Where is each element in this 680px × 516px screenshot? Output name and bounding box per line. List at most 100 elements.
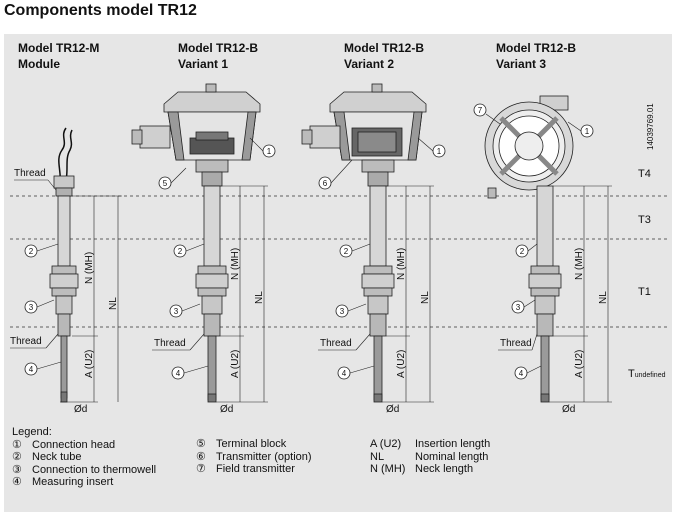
svg-text:2: 2 [344, 247, 349, 256]
zone-label-t1: T1 [638, 286, 651, 298]
model-name: Model TR12-B [496, 41, 577, 55]
svg-text:3: 3 [174, 307, 179, 316]
svg-text:4: 4 [342, 369, 347, 378]
document-number: 14039769.01 [646, 103, 655, 150]
model-name: Model TR12-B [178, 41, 259, 55]
model-variant: Variant 2 [344, 57, 395, 71]
model-variant: Variant 1 [178, 57, 229, 71]
svg-text:2: 2 [29, 247, 34, 256]
model-name: Model TR12-M [18, 41, 100, 55]
legend-symbol: ③ [12, 463, 22, 476]
thread-label: Thread [320, 338, 352, 349]
legend-text: Field transmitter [216, 463, 295, 475]
nominal-length-label: NL [598, 291, 609, 304]
neck-length-label: N (MH) [230, 247, 241, 280]
variant-1-drawing [131, 83, 261, 403]
legend-symbol: ⑦ [196, 463, 206, 475]
svg-text:3: 3 [516, 303, 521, 312]
nominal-length-label: NL [254, 291, 265, 304]
legend-symbol: ① [12, 438, 22, 451]
diameter-label: Ød [386, 404, 400, 415]
zone-t: T [628, 368, 635, 380]
callout-numbers: 2 3 4 2 3 4 1 5 2 3 4 1 6 2 3 4 1 7 [29, 106, 590, 378]
legend-item: ① Connection head [12, 439, 156, 452]
legend-item: ⑦ Field transmitter [196, 463, 312, 476]
model-heading-variant-3: Model TR12-B Variant 3 [496, 40, 576, 72]
legend-symbol: ⑥ [196, 450, 206, 463]
legend-item: ⑤ Terminal block [196, 438, 312, 451]
svg-text:3: 3 [29, 303, 34, 312]
legend-text: Connection to thermowell [32, 463, 157, 476]
legend-symbol: ② [12, 451, 22, 463]
nominal-length-label: NL [108, 297, 119, 310]
variant-2-drawing [301, 83, 427, 403]
thread-label: Thread [10, 336, 42, 347]
insertion-length-label: A (U2) [84, 349, 95, 378]
insertion-length-label: A (U2) [396, 349, 407, 378]
legend-text: Neck length [415, 463, 474, 475]
svg-text:1: 1 [267, 147, 272, 156]
svg-text:7: 7 [478, 106, 483, 115]
neck-length-label: N (MH) [396, 247, 407, 280]
legend-text: Connection head [32, 438, 116, 451]
legend-key: A (U2) [370, 438, 402, 450]
insertion-length-label: A (U2) [230, 349, 241, 378]
model-heading-variant-2: Model TR12-B Variant 2 [344, 40, 424, 72]
legend-heading: Legend: [12, 426, 52, 438]
nominal-length-label: NL [420, 291, 431, 304]
legend-text: Measuring insert [32, 476, 114, 488]
svg-text:2: 2 [178, 247, 183, 256]
legend-text: Neck tube [32, 451, 82, 463]
module-tr12-m-drawing [49, 127, 79, 403]
legend-text: Terminal block [216, 438, 287, 450]
thread-label: Thread [14, 168, 46, 179]
legend-item: ② Neck tube [12, 451, 156, 464]
svg-text:4: 4 [29, 365, 34, 374]
legend-item: ④ Measuring insert [12, 476, 156, 489]
svg-text:3: 3 [340, 307, 345, 316]
legend-item: ⑥ Transmitter (option) [196, 451, 312, 464]
legend-symbol: ④ [12, 476, 22, 488]
legend-item: ③ Connection to thermowell [12, 464, 156, 477]
svg-text:4: 4 [176, 369, 181, 378]
neck-length-label: N (MH) [574, 247, 585, 280]
legend-column-1: Legend: ① Connection head ② Neck tube ③ Con… [12, 426, 156, 489]
model-name: Model TR12-B [344, 41, 425, 55]
neck-length-label: N (MH) [84, 251, 95, 284]
svg-text:2: 2 [520, 247, 525, 256]
legend-abbrev: N (MH) Neck length [370, 463, 490, 476]
model-heading-variant-1: Model TR12-B Variant 1 [178, 40, 258, 72]
page-title: Components model TR12 [4, 2, 197, 19]
svg-text:1: 1 [437, 147, 442, 156]
legend-text: Transmitter (option) [216, 450, 312, 463]
legend-symbol: ⑤ [196, 438, 206, 450]
dimension-lines [10, 113, 612, 403]
zone-label-t4: T4 [638, 168, 651, 180]
zone-label-tundefined: Tundefined [628, 368, 666, 380]
legend-abbrev: NL Nominal length [370, 451, 490, 464]
svg-text:6: 6 [323, 179, 328, 188]
svg-text:5: 5 [163, 179, 168, 188]
thread-label: Thread [154, 338, 186, 349]
insertion-length-label: A (U2) [574, 349, 585, 378]
legend-abbrev: A (U2) Insertion length [370, 438, 490, 451]
legend-text: Nominal length [415, 450, 489, 463]
zone-sub: undefined [634, 372, 666, 379]
diameter-label: Ød [220, 404, 234, 415]
model-heading-tr12-m: Model TR12-M Module [18, 40, 99, 72]
legend-key: N (MH) [370, 463, 406, 475]
svg-text:1: 1 [585, 127, 590, 136]
thread-label: Thread [500, 338, 532, 349]
legend-key: NL [370, 450, 385, 463]
zone-label-t3: T3 [638, 214, 651, 226]
diameter-label: Ød [74, 404, 88, 415]
legend-text: Insertion length [415, 438, 491, 450]
svg-text:4: 4 [519, 369, 524, 378]
diameter-label: Ød [562, 404, 576, 415]
model-variant: Module [18, 57, 60, 71]
model-variant: Variant 3 [496, 57, 547, 71]
variant-3-drawing [484, 95, 574, 403]
